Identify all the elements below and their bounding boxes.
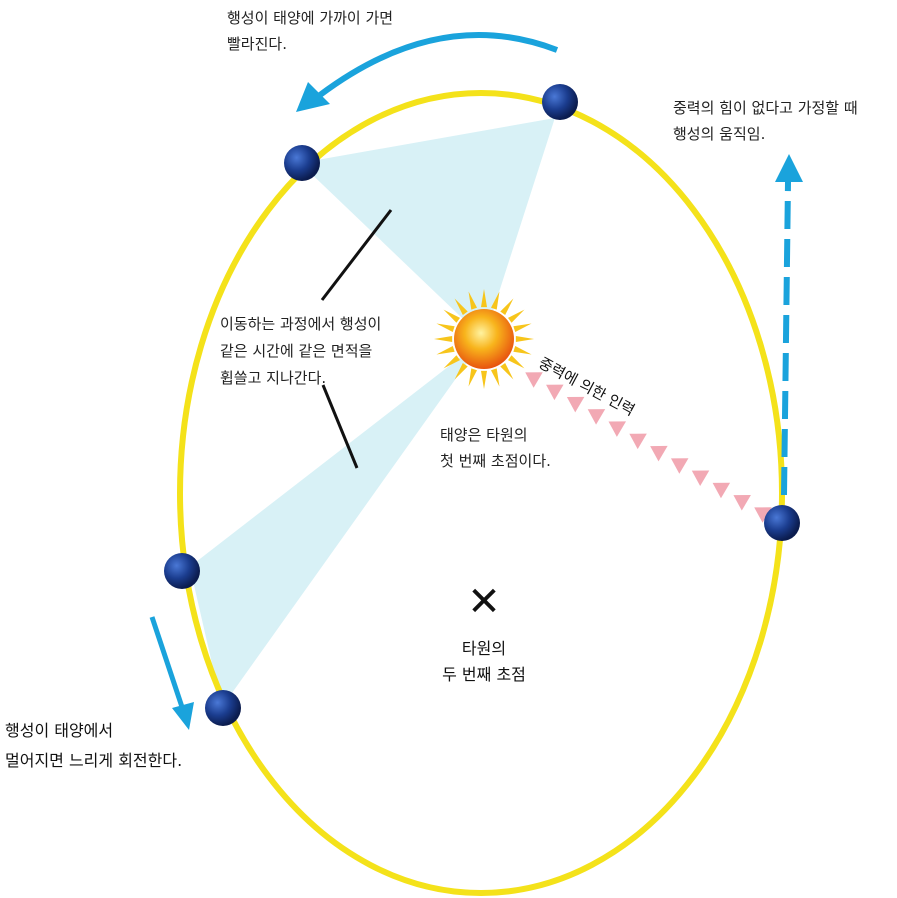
sun-ray [454,363,468,380]
second-focus-x-icon: ✕ [467,579,501,625]
sun-ray [436,323,455,333]
pointer-line-upper [320,209,393,301]
sun-ray [513,345,532,355]
sun-ray [513,323,532,333]
gravity-arrowhead [691,470,710,486]
sun-ray [468,368,478,387]
label-line: 중력의 힘이 없다고 가정할 때 [673,99,858,117]
gravity-pull-arrows [525,372,772,523]
gravity-arrowhead [754,507,772,523]
label-line: 빨라진다. [227,35,287,53]
sun-icon [434,289,534,389]
sun-ray [443,309,460,323]
label-line: 이동하는 과정에서 행성이 [220,315,382,333]
gravity-arrowhead [670,458,689,474]
gravity-arrowhead [566,396,585,413]
gravity-arrowhead [525,372,543,388]
sun-ray [508,309,525,323]
sun-ray [508,355,525,369]
gravity-arrowhead [587,409,606,425]
sun-ray [490,291,500,310]
slow-motion-arrowhead [172,702,194,730]
planet-lower-left [205,690,241,726]
label-line: 같은 시간에 같은 면적을 [220,342,373,360]
slow-motion-arrow [149,616,185,708]
label-line: 행성이 태양에 가까이 가면 [227,9,394,27]
gravity-arrowhead [650,445,668,462]
pointer-line-lower [321,384,359,469]
label-sun-first-focus: 태양은 타원의 첫 번째 초점이다. [440,422,551,474]
label-line: 행성의 움직임. [673,125,766,143]
sun-ray [454,298,468,315]
label-line: 휩쓸고 지나간다. [220,369,327,387]
inertial-motion-arrowhead [775,154,803,182]
label-line: 첫 번째 초점이다. [440,452,551,470]
fast-motion-arrowhead [296,82,330,112]
swept-area-near-sun [300,102,560,339]
fast-motion-arrow [318,32,559,98]
sun-ray [434,335,453,343]
sun-ray [480,289,488,308]
label-line: 행성이 태양에서 [5,721,114,740]
label-approach-speeds-up: 행성이 태양에 가까이 가면 빨라진다. [227,5,393,57]
swept-area-far-from-sun [183,339,484,707]
label-inertial-motion: 중력의 힘이 없다고 가정할 때 행성의 움직임. [673,95,858,147]
gravity-arrowhead [712,482,731,499]
label-equal-area: 이동하는 과정에서 행성이 같은 시간에 같은 면적을 휩쓸고 지나간다. [220,311,381,392]
gravity-arrowhead [546,384,564,401]
label-recede-slows-down: 행성이 태양에서 멀어지면 느리게 회전한다. [5,716,182,776]
gravity-arrowhead [733,495,751,511]
inertial-motion-arrow [781,181,791,496]
sun-ray [490,368,500,387]
sun-ray [480,370,488,389]
sun-ray [500,298,514,315]
planet-right [764,505,800,541]
planet-upper-left [284,145,320,181]
sun-ray [468,291,478,310]
gravity-arrowhead [629,433,647,450]
label-line: 두 번째 초점 [442,665,526,684]
gravity-arrowhead [608,421,627,437]
sun-ray [443,355,460,369]
planet-top [542,84,578,120]
label-line: 타원의 [461,639,507,658]
label-line: 태양은 타원의 [440,426,528,444]
label-second-focus: 타원의 두 번째 초점 [424,636,544,688]
sun-ray [500,363,514,380]
sun-ray [515,335,534,343]
label-line: 멀어지면 느리게 회전한다. [5,751,183,770]
sun-ray [436,345,455,355]
planet-left [164,553,200,589]
